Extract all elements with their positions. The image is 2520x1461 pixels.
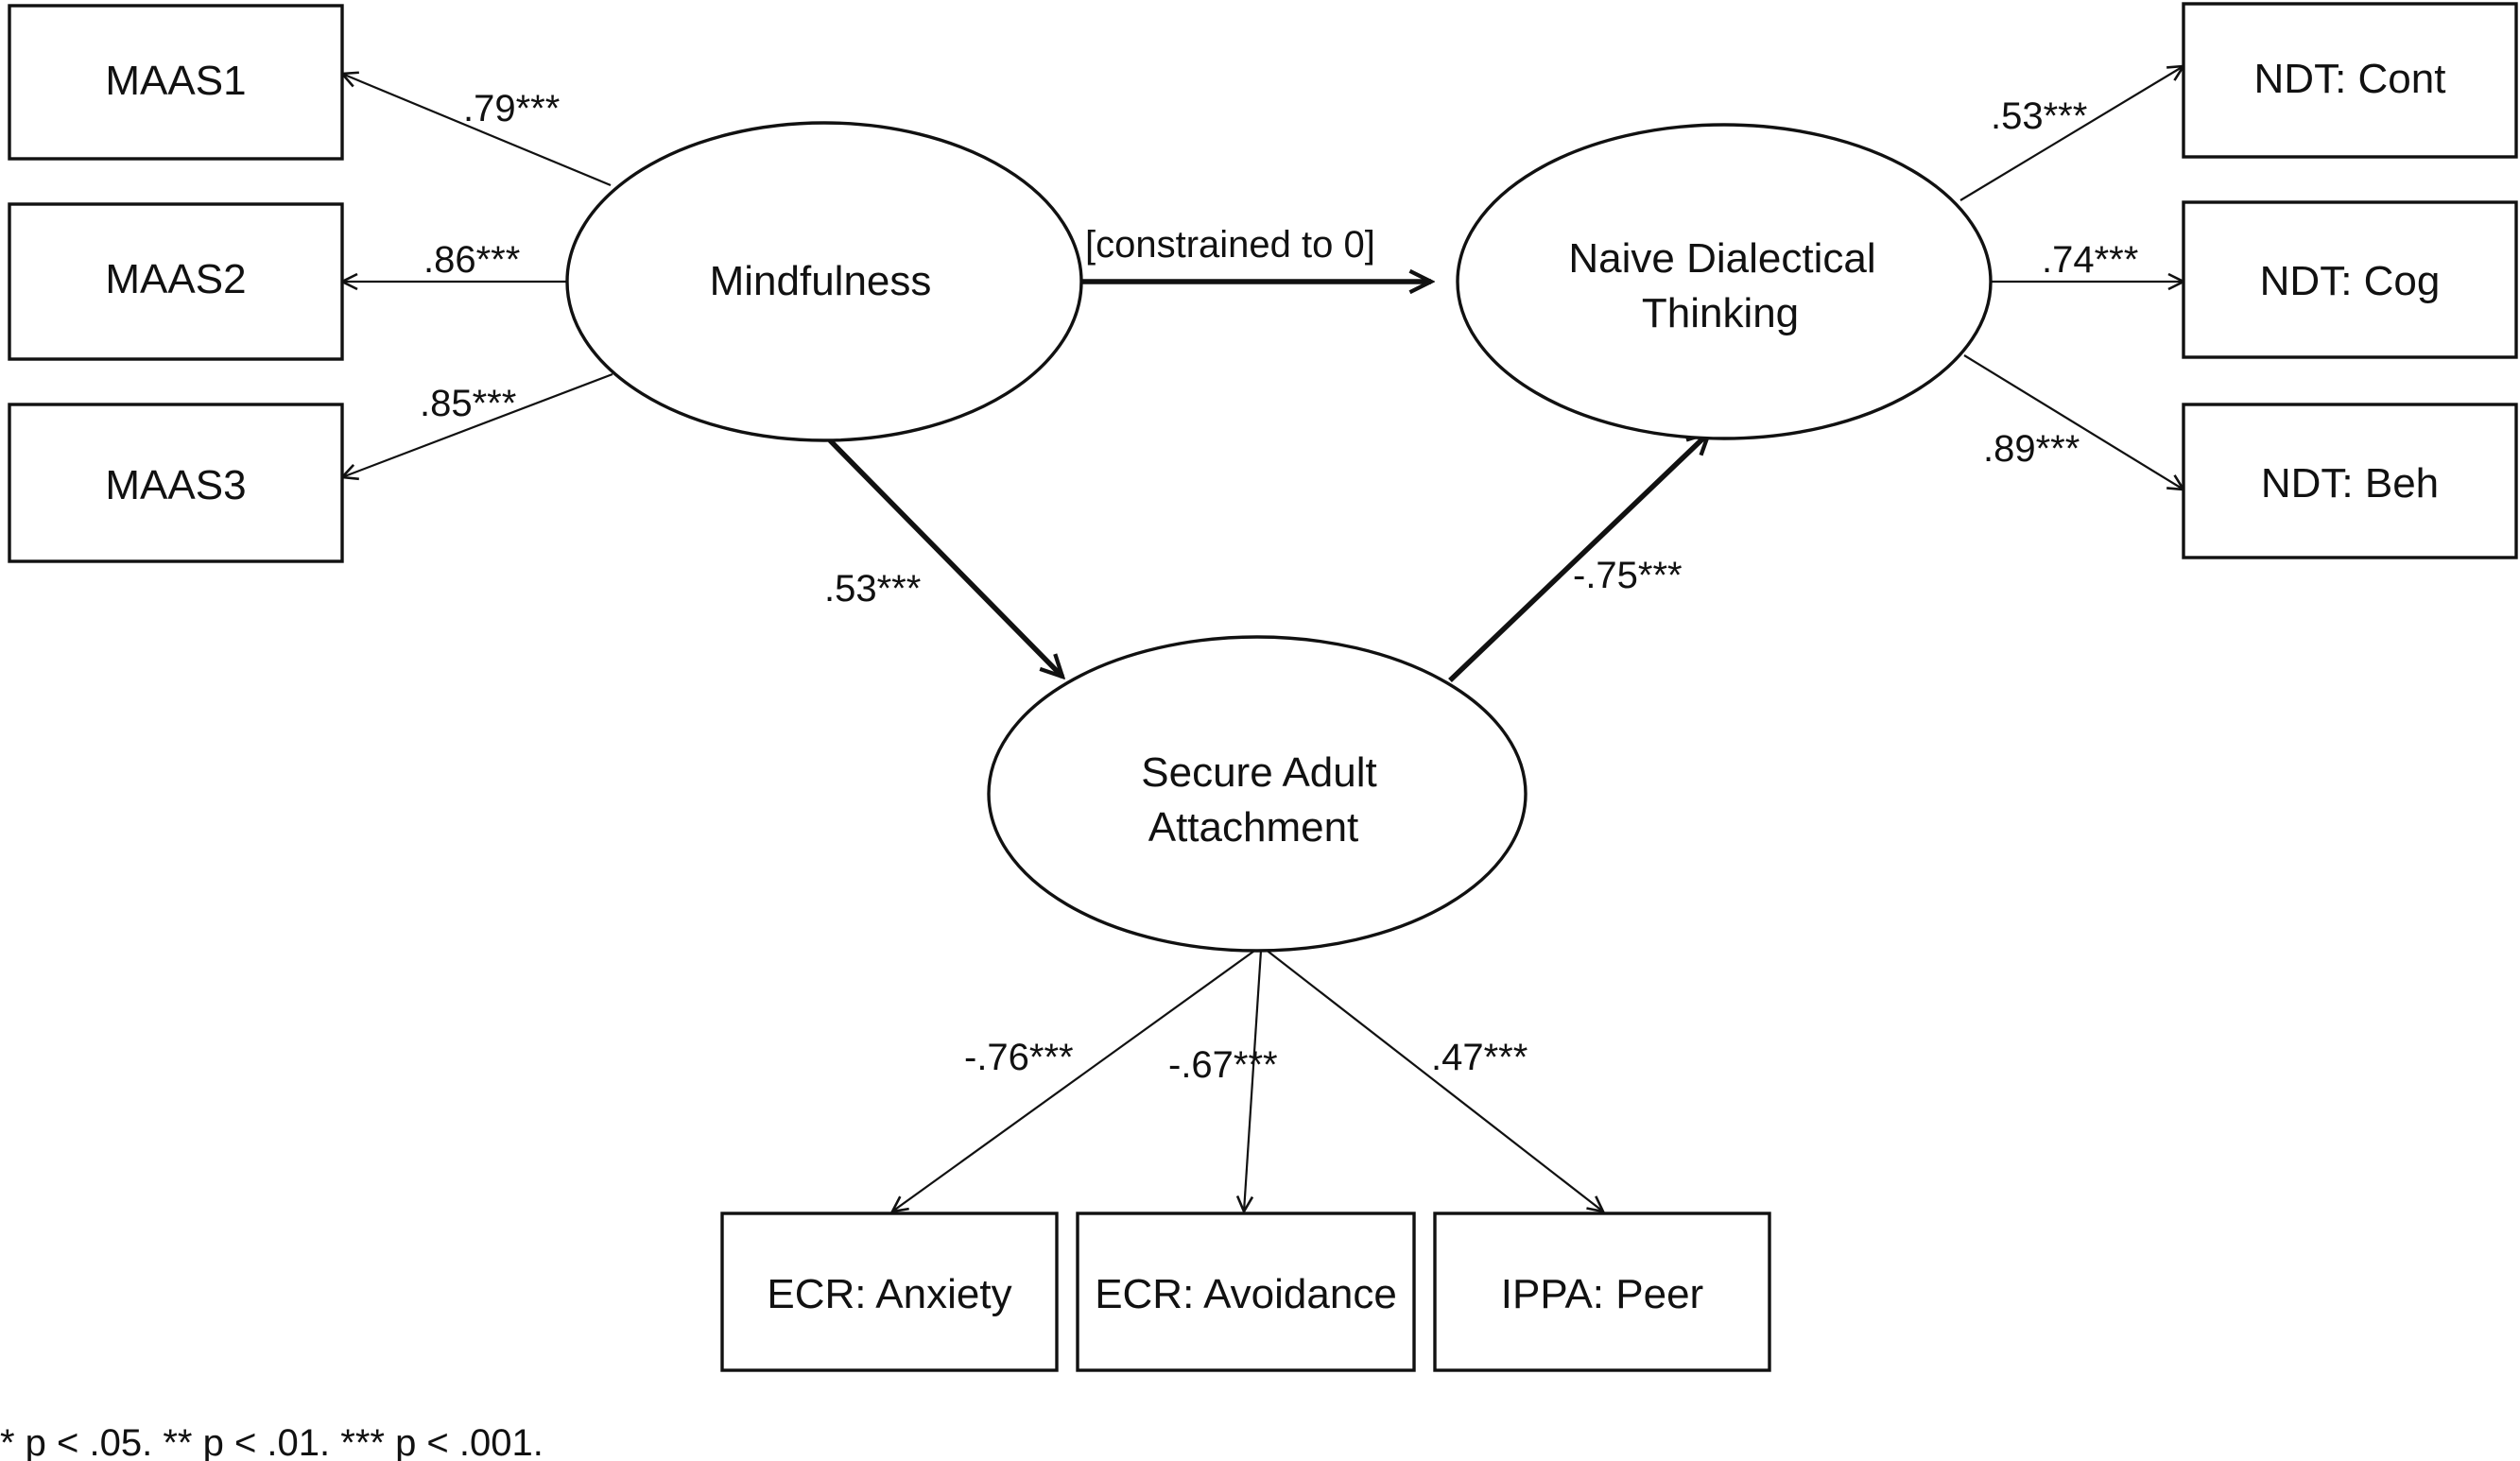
coef-maas2: .86***	[423, 239, 520, 281]
latent-ndt-label-line1: Naive Dialectical	[1568, 235, 1875, 282]
coef-maas1: .79***	[463, 88, 560, 129]
coef-ndt-beh: .89***	[1983, 428, 2080, 470]
latent-secure-label-line2: Attachment	[1148, 804, 1359, 851]
coef-mindfulness-secure: .53***	[824, 568, 921, 610]
significance-footnote: * p < .05. ** p < .01. *** p < .001.	[0, 1422, 544, 1461]
coefficients: .79*** .86*** .85*** [constrained to 0] …	[420, 88, 2138, 1086]
node-ndt-beh-label: NDT: Beh	[2261, 460, 2439, 507]
node-maas1-label: MAAS1	[105, 58, 246, 104]
coef-maas3: .85***	[420, 383, 516, 424]
node-ippa-peer: IPPA: Peer	[1433, 1212, 1771, 1372]
coef-ippa-peer: .47***	[1431, 1037, 1528, 1078]
edge-secure-avoidance	[1244, 950, 1263, 1212]
node-ecr-avoidance: ECR: Avoidance	[1076, 1212, 1416, 1372]
node-ndt-cont-label: NDT: Cont	[2254, 56, 2446, 102]
latent-ndt: Naive Dialectical Thinking	[1456, 123, 1993, 440]
edge-secure-ndt	[1448, 433, 1709, 682]
node-ecr-anxiety: ECR: Anxiety	[720, 1212, 1059, 1372]
node-ecr-avoidance-label: ECR: Avoidance	[1095, 1271, 1397, 1317]
node-maas3-label: MAAS3	[105, 462, 246, 508]
node-maas3: MAAS3	[8, 403, 344, 563]
coef-secure-ndt: -.75***	[1573, 555, 1683, 596]
latent-mindfulness-label: Mindfulness	[710, 258, 932, 304]
coef-ndt-cont: .53***	[1991, 95, 2087, 137]
node-maas2-label: MAAS2	[105, 256, 246, 302]
edge-secure-peer	[1264, 948, 1603, 1212]
node-ecr-anxiety-label: ECR: Anxiety	[767, 1271, 1011, 1317]
node-ndt-cog-label: NDT: Cog	[2260, 258, 2441, 304]
latent-secure-label-line1: Secure Adult	[1141, 749, 1377, 796]
latent-mindfulness: Mindfulness	[565, 121, 1083, 442]
node-maas1: MAAS1	[8, 4, 344, 161]
edge-mindfulness-maas1	[342, 74, 612, 187]
coef-ecr-anxiety: -.76***	[964, 1037, 1074, 1078]
latent-ndt-label-line2: Thinking	[1642, 290, 1799, 336]
edge-mindfulness-maas3	[342, 372, 613, 477]
coef-ndt-cog: .74***	[2042, 239, 2138, 281]
latent-nodes: Mindfulness Naive Dialectical Thinking S…	[565, 121, 1993, 953]
edges	[342, 66, 2183, 1212]
coef-mindfulness-ndt: [constrained to 0]	[1085, 224, 1375, 266]
indicator-nodes: MAAS1 MAAS2 MAAS3 NDT: Cont NDT: Cog NDT…	[8, 2, 2518, 1372]
edge-mindfulness-secure	[828, 438, 1062, 677]
node-ndt-cog: NDT: Cog	[2182, 200, 2518, 359]
coef-ecr-avoidance: -.67***	[1168, 1044, 1278, 1086]
edge-secure-anxiety	[892, 948, 1258, 1212]
node-maas2: MAAS2	[8, 202, 344, 361]
node-ippa-peer-label: IPPA: Peer	[1501, 1271, 1703, 1317]
edge-ndt-cont	[1959, 66, 2183, 201]
edge-ndt-beh	[1963, 354, 2183, 490]
node-ndt-beh: NDT: Beh	[2182, 403, 2518, 559]
latent-secure: Secure Adult Attachment	[987, 635, 1528, 953]
node-ndt-cont: NDT: Cont	[2182, 2, 2518, 159]
